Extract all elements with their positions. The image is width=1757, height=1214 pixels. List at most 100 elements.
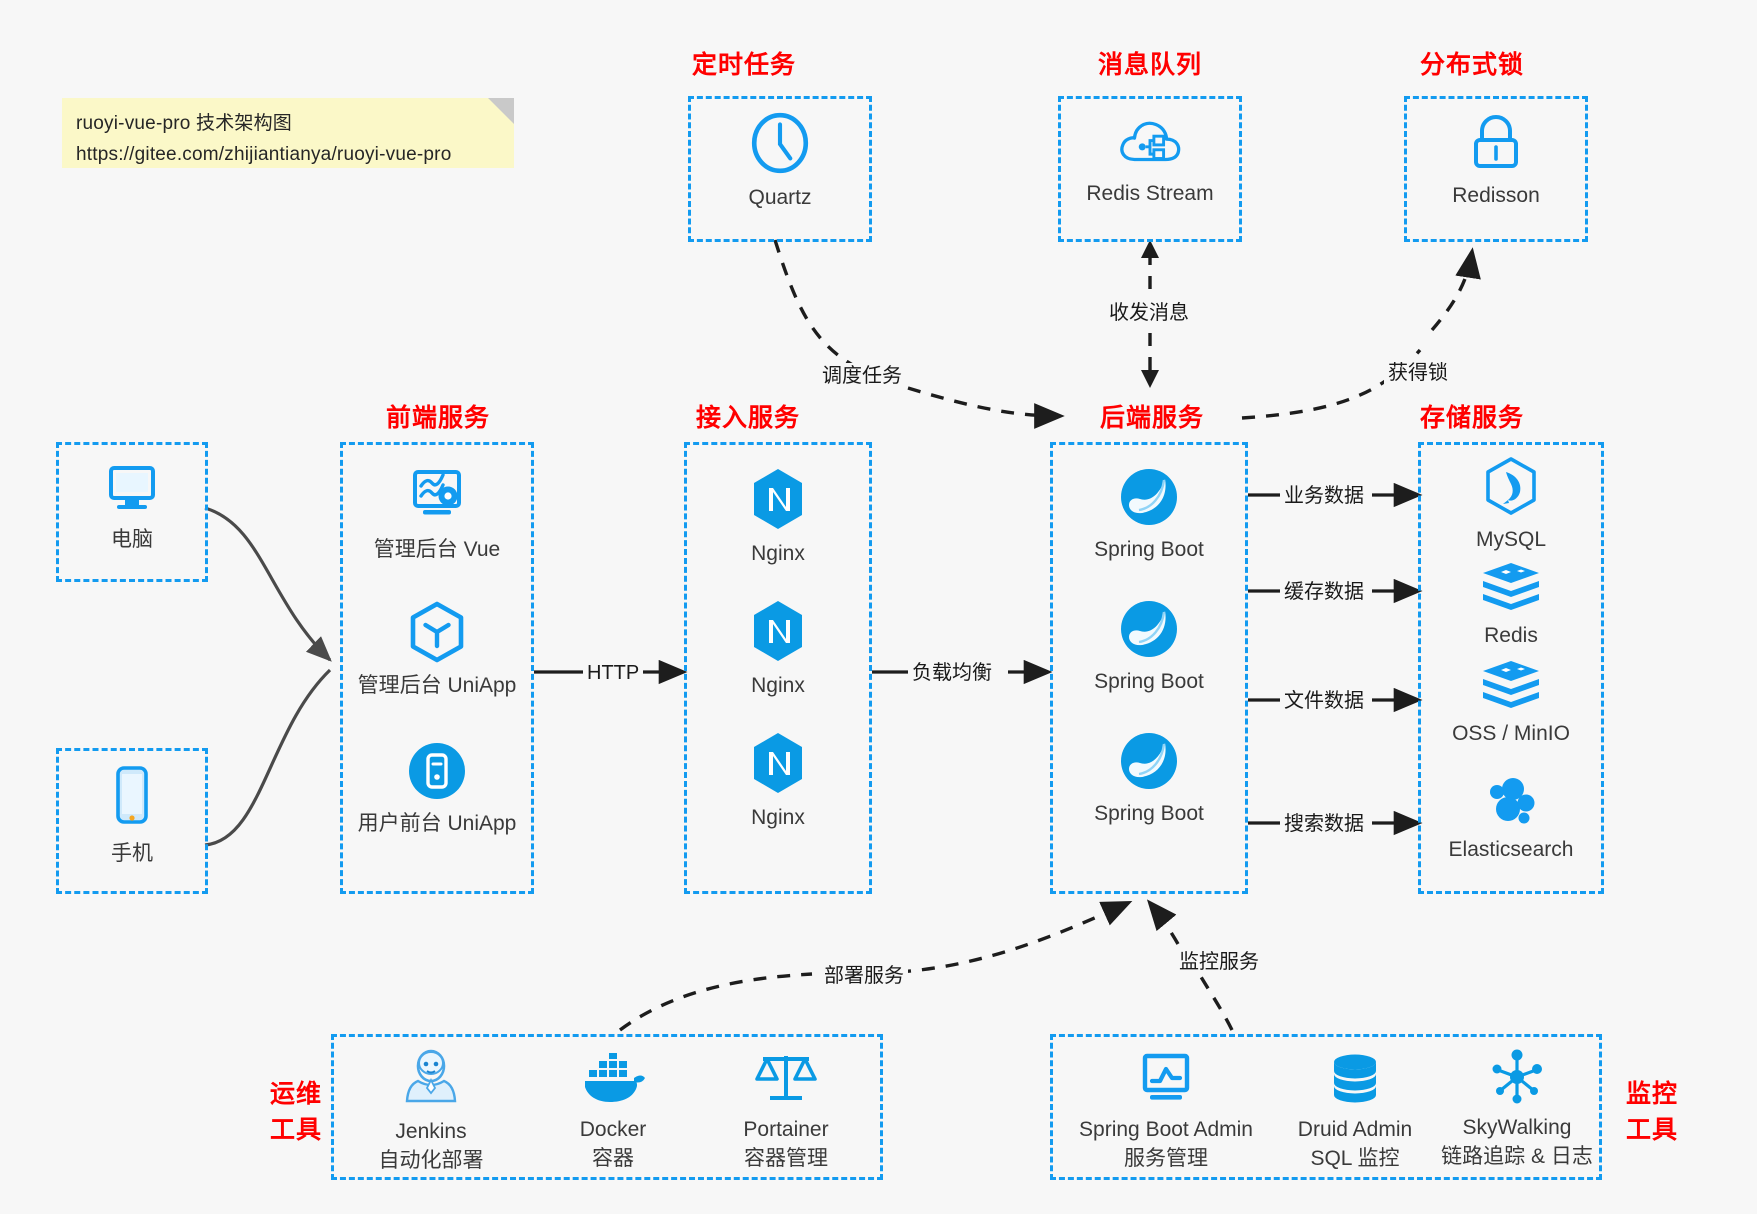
node-sublabel-jenkins: 自动化部署: [378, 1149, 484, 1172]
edge-label-deploy-service: 部署服务: [820, 963, 908, 989]
group-box-frontend-service: [340, 442, 534, 894]
node-label-jenkins: Jenkins: [395, 1120, 467, 1143]
node-oss-minio[interactable]: OSS / MinIO: [1418, 658, 1604, 748]
node-label-spring-boot-1: Spring Boot: [1094, 538, 1204, 561]
docker-whale-icon: [580, 1052, 646, 1108]
node-admin-uniapp[interactable]: 管理后台 UniApp: [340, 600, 534, 700]
jenkins-icon: [399, 1046, 463, 1110]
group-box-devops-tools: [331, 1034, 883, 1180]
spring-boot-icon: [1118, 730, 1180, 792]
node-label-elasticsearch: Elasticsearch: [1448, 838, 1574, 861]
group-title-storage-service: 存储服务: [1419, 404, 1524, 432]
node-spring-boot-2[interactable]: Spring Boot: [1050, 598, 1248, 696]
node-jenkins[interactable]: Jenkins 自动化部署: [348, 1046, 514, 1175]
mobile-app-circle-icon: [406, 740, 468, 802]
edge-label-acquire-lock: 获得锁: [1384, 360, 1452, 386]
node-skywalking[interactable]: SkyWalking 链路追踪 & 日志: [1422, 1048, 1612, 1171]
scales-balance-icon: [754, 1046, 818, 1108]
node-quartz[interactable]: Quartz: [688, 110, 872, 212]
wire-lock-b: [1430, 247, 1481, 332]
group-title-message-queue: 消息队列: [1097, 51, 1202, 79]
node-spring-boot-admin[interactable]: Spring Boot Admin 服务管理: [1060, 1052, 1272, 1173]
node-redis-stream[interactable]: Redis Stream: [1058, 112, 1242, 208]
edge-label-monitor-service: 监控服务: [1175, 949, 1263, 975]
node-label-docker: Docker: [579, 1118, 647, 1141]
edge-label-load-balance: 负载均衡: [908, 660, 996, 686]
node-redisson[interactable]: Redisson: [1404, 112, 1588, 210]
edge-label-cache-data: 缓存数据: [1280, 579, 1368, 605]
node-nginx-3[interactable]: Nginx: [684, 730, 872, 832]
node-label-user-uniapp: 用户前台 UniApp: [357, 812, 517, 835]
wire-deploy-a: [618, 972, 813, 1032]
redis-icon: [1479, 560, 1543, 614]
node-portainer[interactable]: Portainer 容器管理: [703, 1046, 869, 1173]
node-label-redis: Redis: [1484, 624, 1538, 647]
sticky-note: ruoyi-vue-pro 技术架构图 https://gitee.com/zh…: [62, 98, 514, 168]
group-box-distributed-lock: [1404, 96, 1588, 242]
node-elasticsearch[interactable]: Elasticsearch: [1418, 770, 1604, 864]
note-title: ruoyi-vue-pro 技术架构图: [76, 113, 293, 134]
redis-icon: [1479, 658, 1543, 712]
skywalking-node-icon: [1488, 1048, 1546, 1106]
group-box-computer: [56, 442, 208, 582]
group-title-devops-line2: 工具: [269, 1116, 322, 1144]
group-box-scheduled-task: [688, 96, 872, 242]
note-fold-corner: [488, 98, 514, 124]
node-label-redis-stream: Redis Stream: [1086, 182, 1214, 205]
arrowhead-mq-down: [1141, 370, 1159, 388]
wire-monitor-a: [1196, 971, 1234, 1031]
node-label-spring-boot-admin: Spring Boot Admin: [1079, 1118, 1253, 1141]
node-label-nginx-1: Nginx: [751, 542, 805, 565]
node-spring-boot-3[interactable]: Spring Boot: [1050, 730, 1248, 828]
nginx-icon: [748, 466, 808, 532]
node-sublabel-skywalking: 链路追踪 & 日志: [1441, 1145, 1593, 1168]
node-user-uniapp[interactable]: 用户前台 UniApp: [340, 740, 534, 838]
group-box-storage-service: [1418, 442, 1604, 894]
node-spring-boot-1[interactable]: Spring Boot: [1050, 466, 1248, 564]
node-sublabel-druid-admin: SQL 监控: [1310, 1147, 1400, 1170]
group-box-phone: [56, 748, 208, 894]
group-box-backend-service: [1050, 442, 1248, 894]
node-mysql[interactable]: MySQL: [1418, 456, 1604, 554]
node-label-admin-vue: 管理后台 Vue: [373, 538, 501, 561]
mysql-icon: [1482, 456, 1540, 518]
node-admin-vue[interactable]: 管理后台 Vue: [340, 466, 534, 564]
group-title-distributed-lock: 分布式锁: [1419, 51, 1524, 79]
group-title-monitor-tools: 监控 工具: [1614, 1076, 1690, 1148]
node-label-oss-minio: OSS / MinIO: [1452, 722, 1570, 745]
nginx-icon: [748, 730, 808, 796]
node-label-druid-admin: Druid Admin: [1297, 1118, 1413, 1141]
node-sublabel-spring-boot-admin: 服务管理: [1124, 1147, 1208, 1170]
lock-icon: [1465, 112, 1527, 174]
edge-label-business-data: 业务数据: [1280, 483, 1368, 509]
desktop-monitor-icon: [99, 458, 165, 518]
group-title-monitor-line2: 工具: [1625, 1116, 1678, 1144]
monitor-chart-icon: [1136, 1052, 1196, 1108]
node-label-nginx-3: Nginx: [751, 806, 805, 829]
node-nginx-1[interactable]: Nginx: [684, 466, 872, 568]
wire-deploy-b: [897, 901, 1133, 974]
group-title-monitor-line1: 监控: [1625, 1080, 1678, 1108]
group-box-access-service: [684, 442, 872, 894]
wire-monitor-b: [1146, 899, 1180, 945]
node-docker[interactable]: Docker 容器: [530, 1052, 696, 1173]
cloud-stream-icon: [1117, 112, 1183, 172]
node-computer[interactable]: 电脑: [56, 458, 208, 554]
elasticsearch-icon: [1482, 770, 1540, 828]
node-druid-admin[interactable]: Druid Admin SQL 监控: [1265, 1052, 1445, 1173]
uniapp-hexagon-icon: [406, 600, 468, 664]
edge-label-send-receive-message: 收发消息: [1105, 300, 1193, 326]
node-phone[interactable]: 手机: [56, 764, 208, 868]
node-nginx-2[interactable]: Nginx: [684, 598, 872, 700]
node-label-portainer: Portainer: [743, 1118, 829, 1141]
edge-label-search-data: 搜索数据: [1280, 811, 1368, 837]
node-sublabel-portainer: 容器管理: [744, 1147, 828, 1170]
note-url: https://gitee.com/zhijiantianya/ruoyi-vu…: [76, 144, 452, 165]
group-box-monitor-tools: [1050, 1034, 1602, 1180]
node-label-computer: 电脑: [111, 528, 153, 551]
group-title-devops-line1: 运维: [269, 1080, 322, 1108]
spring-boot-icon: [1118, 466, 1180, 528]
node-redis[interactable]: Redis: [1418, 560, 1604, 650]
wire-quartz-to-backend-a: [773, 239, 881, 380]
